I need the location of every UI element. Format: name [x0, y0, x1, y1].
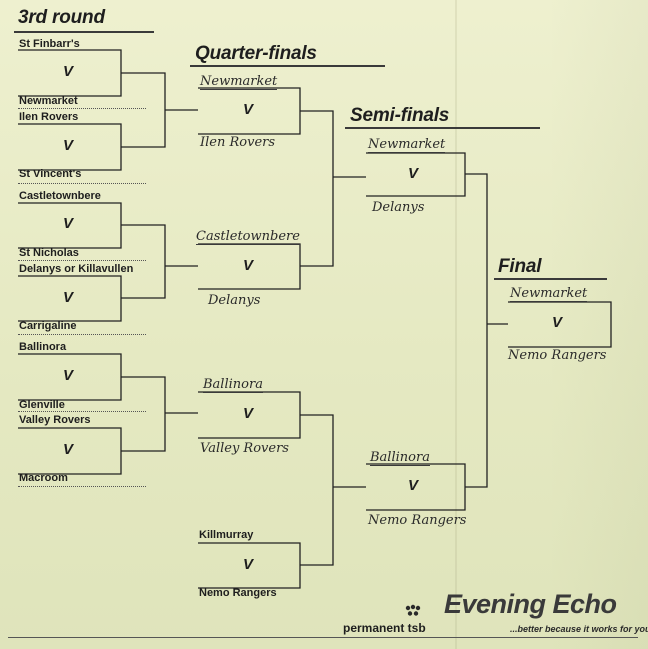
sf-team-4: Nemo Rangers: [368, 513, 467, 528]
r3-dotted-line-6: [18, 486, 146, 487]
final-team-1: Newmarket: [510, 286, 588, 302]
r3-versus-1: V: [63, 63, 74, 80]
qf-versus-3: V: [243, 405, 254, 422]
page-shadow: [548, 0, 648, 649]
r3-dotted-line-1: [18, 108, 146, 109]
heading-quarter-finals-underline: [190, 65, 385, 67]
qf-team-2: Ilen Rovers: [200, 135, 276, 150]
qf-team-6: Valley Rovers: [200, 441, 289, 456]
r3-dotted-line-4: [18, 334, 146, 335]
r3-team-12: Macroom: [19, 472, 68, 484]
r3-versus-5: V: [63, 367, 74, 384]
r3-versus-3: V: [63, 215, 74, 232]
r3-dotted-line-3: [18, 260, 146, 261]
r3-versus-4: V: [63, 289, 74, 306]
r3-team-2: Newmarket: [19, 95, 78, 107]
qf-team-8: Nemo Rangers: [199, 587, 277, 599]
heading-final-underline: [494, 278, 607, 280]
qf-team-4: Delanys: [208, 293, 261, 308]
footer-rule: [8, 637, 638, 638]
qf-versus-2: V: [243, 257, 254, 274]
r3-connector-2: [121, 224, 198, 299]
sf-team-2: Delanys: [372, 200, 425, 215]
r3-dotted-line-5: [18, 411, 146, 412]
r3-versus-6: V: [63, 441, 74, 458]
r3-versus-2: V: [63, 137, 74, 154]
heading-semi-finals-underline: [345, 127, 540, 129]
qf-team-5: Ballinora: [203, 377, 263, 393]
heading-final: Final: [498, 256, 542, 277]
r3-connector-1: [121, 72, 198, 148]
r3-team-6: St Nicholas: [19, 247, 79, 259]
r3-team-3: Ilen Rovers: [19, 111, 79, 123]
heading-third-round: 3rd round: [18, 7, 105, 28]
heading-semi-finals: Semi-finals: [350, 105, 450, 126]
r3-team-11: Valley Rovers: [19, 414, 91, 426]
qf-team-7: Killmurray: [199, 529, 254, 541]
sf-team-3: Ballinora: [370, 450, 430, 466]
final-box: [508, 301, 612, 348]
qf-team-3: Castletownbere: [196, 229, 300, 245]
sf-versus-1: V: [408, 165, 419, 182]
final-team-2: Nemo Rangers: [508, 348, 607, 363]
qf-connector-1: [300, 110, 366, 267]
r3-team-10: Glenville: [19, 399, 65, 411]
r3-team-7: Delanys or Killavullen: [19, 263, 134, 275]
qf-versus-4: V: [243, 556, 254, 573]
r3-dotted-line-2: [18, 183, 146, 184]
heading-quarter-finals: Quarter-finals: [195, 43, 317, 64]
sf-versus-2: V: [408, 477, 419, 494]
r3-team-5: Castletownbere: [19, 190, 101, 202]
brand-title: Evening Echo: [444, 589, 617, 619]
r3-team-8: Carrigaline: [19, 320, 77, 332]
r3-connector-3: [121, 376, 198, 452]
paper-fold: [455, 0, 457, 649]
sponsor-name: permanent tsb: [343, 621, 426, 635]
r3-team-1: St Finbarr's: [19, 38, 80, 50]
r3-team-9: Ballinora: [19, 341, 67, 353]
sf-connector: [465, 173, 508, 488]
qf-connector-2: [300, 414, 366, 566]
permanent-tsb-logo-icon: [405, 604, 421, 616]
r3-team-4: St Vincent's: [19, 168, 82, 180]
brand-tagline: ...better because it works for you: [510, 624, 648, 634]
heading-third-round-underline: [14, 31, 154, 33]
qf-team-1: Newmarket: [200, 74, 278, 90]
qf-versus-1: V: [243, 101, 254, 118]
final-versus: V: [552, 314, 563, 331]
sf-team-1: Newmarket: [368, 137, 446, 153]
